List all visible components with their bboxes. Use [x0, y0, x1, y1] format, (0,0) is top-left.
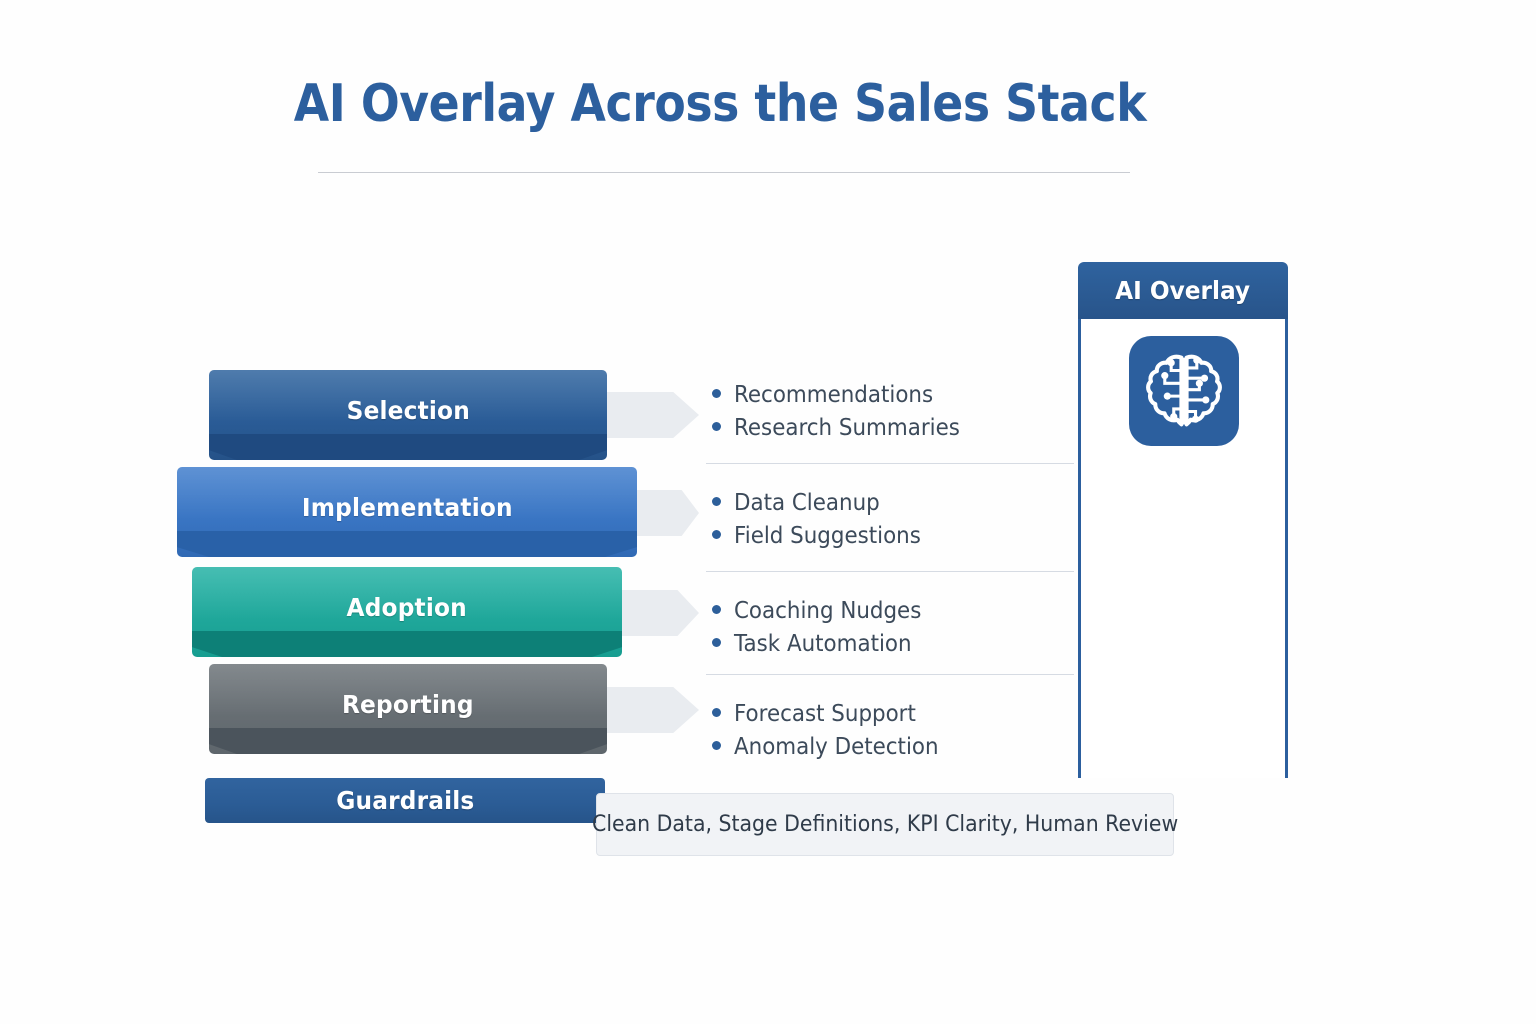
stack-layer-face: Guardrails — [205, 778, 605, 823]
list-item: Anomaly Detection — [712, 734, 954, 760]
stack-layer-guardrails[interactable]: Guardrails — [205, 778, 605, 823]
bullet-dot-icon — [712, 605, 721, 614]
group-divider — [706, 463, 1074, 464]
capability-group-selection: Recommendations Research Summaries — [712, 382, 977, 448]
capability-label: Coaching Nudges — [734, 598, 922, 624]
stack-layer-adoption[interactable]: Adoption — [192, 567, 622, 657]
capability-group-implementation: Data Cleanup Field Suggestions — [712, 490, 935, 556]
stack-layer-label: Adoption — [346, 593, 468, 622]
bullet-dot-icon — [712, 708, 721, 717]
group-divider — [706, 674, 1074, 675]
page-title: AI Overlay Across the Sales Stack — [293, 74, 1147, 134]
connector-arrow-adoption — [622, 590, 699, 636]
list-item: Recommendations — [712, 382, 977, 408]
guardrails-caption-text: Clean Data, Stage Definitions, KPI Clari… — [591, 812, 1179, 837]
bullet-dot-icon — [712, 530, 721, 539]
bullet-dot-icon — [712, 741, 721, 750]
ai-overlay-title: AI Overlay — [1115, 276, 1251, 305]
capability-label: Recommendations — [734, 382, 934, 408]
list-item: Forecast Support — [712, 701, 954, 727]
stack-layer-implementation[interactable]: Implementation — [177, 467, 637, 557]
stack-layer-reporting[interactable]: Reporting — [209, 664, 607, 754]
capability-label: Anomaly Detection — [734, 734, 939, 760]
connector-arrow-implementation — [637, 490, 699, 536]
layer-sheen — [177, 467, 637, 520]
stack-layer-label: Selection — [346, 396, 470, 425]
layer-sheen — [209, 370, 607, 423]
layer-3d-base — [192, 631, 622, 657]
capability-label: Forecast Support — [734, 701, 916, 727]
capability-label: Research Summaries — [734, 415, 960, 441]
stack-layer-selection[interactable]: Selection — [209, 370, 607, 460]
list-item: Coaching Nudges — [712, 598, 935, 624]
bullet-dot-icon — [712, 638, 721, 647]
layer-sheen — [192, 567, 622, 620]
connector-arrow-selection — [607, 392, 699, 438]
layer-3d-base — [177, 531, 637, 557]
ai-overlay-panel: AI Overlay — [1078, 262, 1288, 778]
capability-group-adoption: Coaching Nudges Task Automation — [712, 598, 935, 664]
stack-layer-label: Implementation — [301, 493, 513, 522]
title-underline-rule — [318, 172, 1130, 173]
bullet-dot-icon — [712, 389, 721, 398]
brain-circuit-icon — [1129, 336, 1239, 446]
stack-layer-label: Guardrails — [335, 786, 475, 815]
list-item: Field Suggestions — [712, 523, 935, 549]
guardrails-caption-box: Clean Data, Stage Definitions, KPI Clari… — [592, 793, 1178, 856]
capability-label: Data Cleanup — [734, 490, 880, 516]
stack-layer-label: Reporting — [342, 690, 474, 719]
list-item: Task Automation — [712, 631, 935, 657]
stack-layer-face: Adoption — [192, 567, 622, 657]
layer-3d-base — [209, 434, 607, 460]
connector-arrow-reporting — [607, 687, 699, 733]
group-divider — [706, 571, 1074, 572]
list-item: Data Cleanup — [712, 490, 935, 516]
ai-overlay-panel-header: AI Overlay — [1078, 262, 1288, 319]
bullet-dot-icon — [712, 497, 721, 506]
capability-label: Task Automation — [734, 631, 912, 657]
layer-sheen — [209, 664, 607, 717]
layer-3d-base — [209, 728, 607, 754]
capability-group-reporting: Forecast Support Anomaly Detection — [712, 701, 954, 767]
list-item: Research Summaries — [712, 415, 977, 441]
capability-label: Field Suggestions — [734, 523, 921, 549]
bullet-dot-icon — [712, 422, 721, 431]
